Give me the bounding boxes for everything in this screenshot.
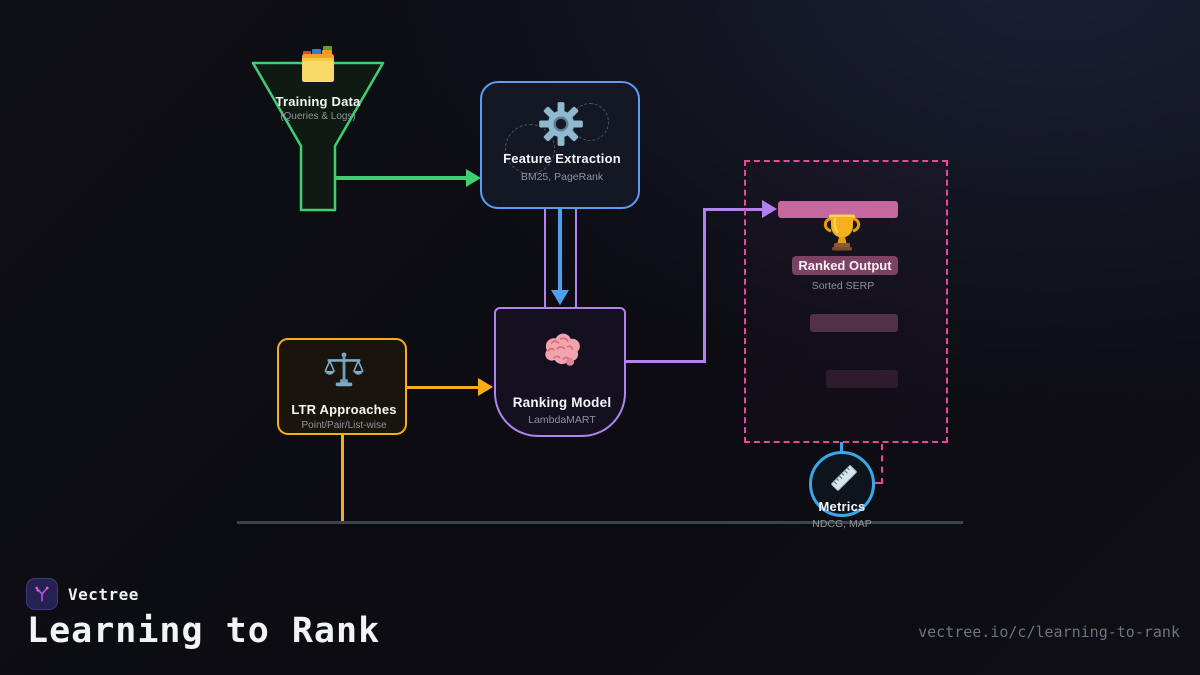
ranked-output-container — [744, 160, 948, 443]
page-title: Learning to Rank — [27, 611, 381, 651]
ranking-model-sublabel: LambdaMART — [528, 414, 596, 426]
page-url: vectree.io/c/learning-to-rank — [918, 623, 1180, 641]
gear-icon — [539, 102, 583, 146]
edge-output-metrics-dashed-h — [871, 482, 883, 484]
ranked-output-sublabel: Sorted SERP — [811, 280, 875, 292]
folder-icon — [302, 46, 334, 82]
vectree-logo-icon — [35, 586, 49, 602]
baseline-rule — [237, 521, 963, 524]
scale-icon — [324, 352, 364, 387]
ranked-output-label: Ranked Output — [792, 256, 898, 275]
training-data-sublabel: (Queries & Logs) — [280, 111, 356, 122]
vectree-logo — [26, 578, 58, 610]
trophy-icon — [823, 214, 861, 251]
arrowhead-feature-to-ranking — [550, 290, 569, 305]
ranking-model-node: Ranking Model LambdaMART — [494, 307, 626, 437]
metrics-sublabel: NDCG, MAP — [812, 518, 872, 530]
edge-ranking-to-output-v — [702, 207, 706, 363]
ltr-approaches-sublabel: Point/Pair/List-wise — [301, 420, 387, 431]
edge-ranking-to-output-h1 — [624, 359, 706, 363]
training-data-label: Training Data — [275, 94, 361, 109]
serp-result-bar-2 — [810, 314, 898, 332]
arrowhead-ltr-to-ranking — [478, 378, 493, 396]
brand-name: Vectree — [68, 585, 139, 604]
edge-output-metrics-dashed-v — [881, 444, 883, 484]
edge-ranking-to-output-h2 — [702, 207, 763, 211]
metrics-node — [809, 451, 875, 517]
feature-extraction-node: Feature Extraction BM25, PageRank — [480, 81, 640, 209]
ltr-approaches-node: LTR Approaches Point/Pair/List-wise — [277, 338, 407, 435]
arrowhead-training-to-feature — [466, 168, 481, 187]
edge-ltr-drop-line — [340, 435, 344, 523]
ranking-model-label: Ranking Model — [512, 395, 612, 410]
metrics-label: Metrics — [818, 499, 866, 514]
edge-feature-ranking-rail-right — [574, 209, 577, 308]
edge-feature-to-ranking — [558, 209, 562, 291]
edge-feature-ranking-rail-left — [543, 209, 546, 308]
serp-result-bar-3 — [826, 370, 898, 388]
edge-ltr-to-ranking — [407, 385, 479, 389]
edge-training-to-feature — [335, 176, 467, 180]
training-data-funnel — [251, 61, 385, 212]
feature-extraction-label: Feature Extraction — [503, 151, 621, 166]
ltr-approaches-label: LTR Approaches — [291, 402, 397, 417]
brain-icon — [545, 333, 580, 366]
ruler-icon — [831, 465, 857, 491]
arrowhead-ranking-to-output — [762, 200, 777, 218]
serp-result-bar-1 — [778, 201, 898, 218]
decorative-dashed-circle — [505, 124, 555, 174]
feature-extraction-sublabel: BM25, PageRank — [520, 171, 604, 183]
edge-output-to-metrics — [839, 442, 843, 453]
